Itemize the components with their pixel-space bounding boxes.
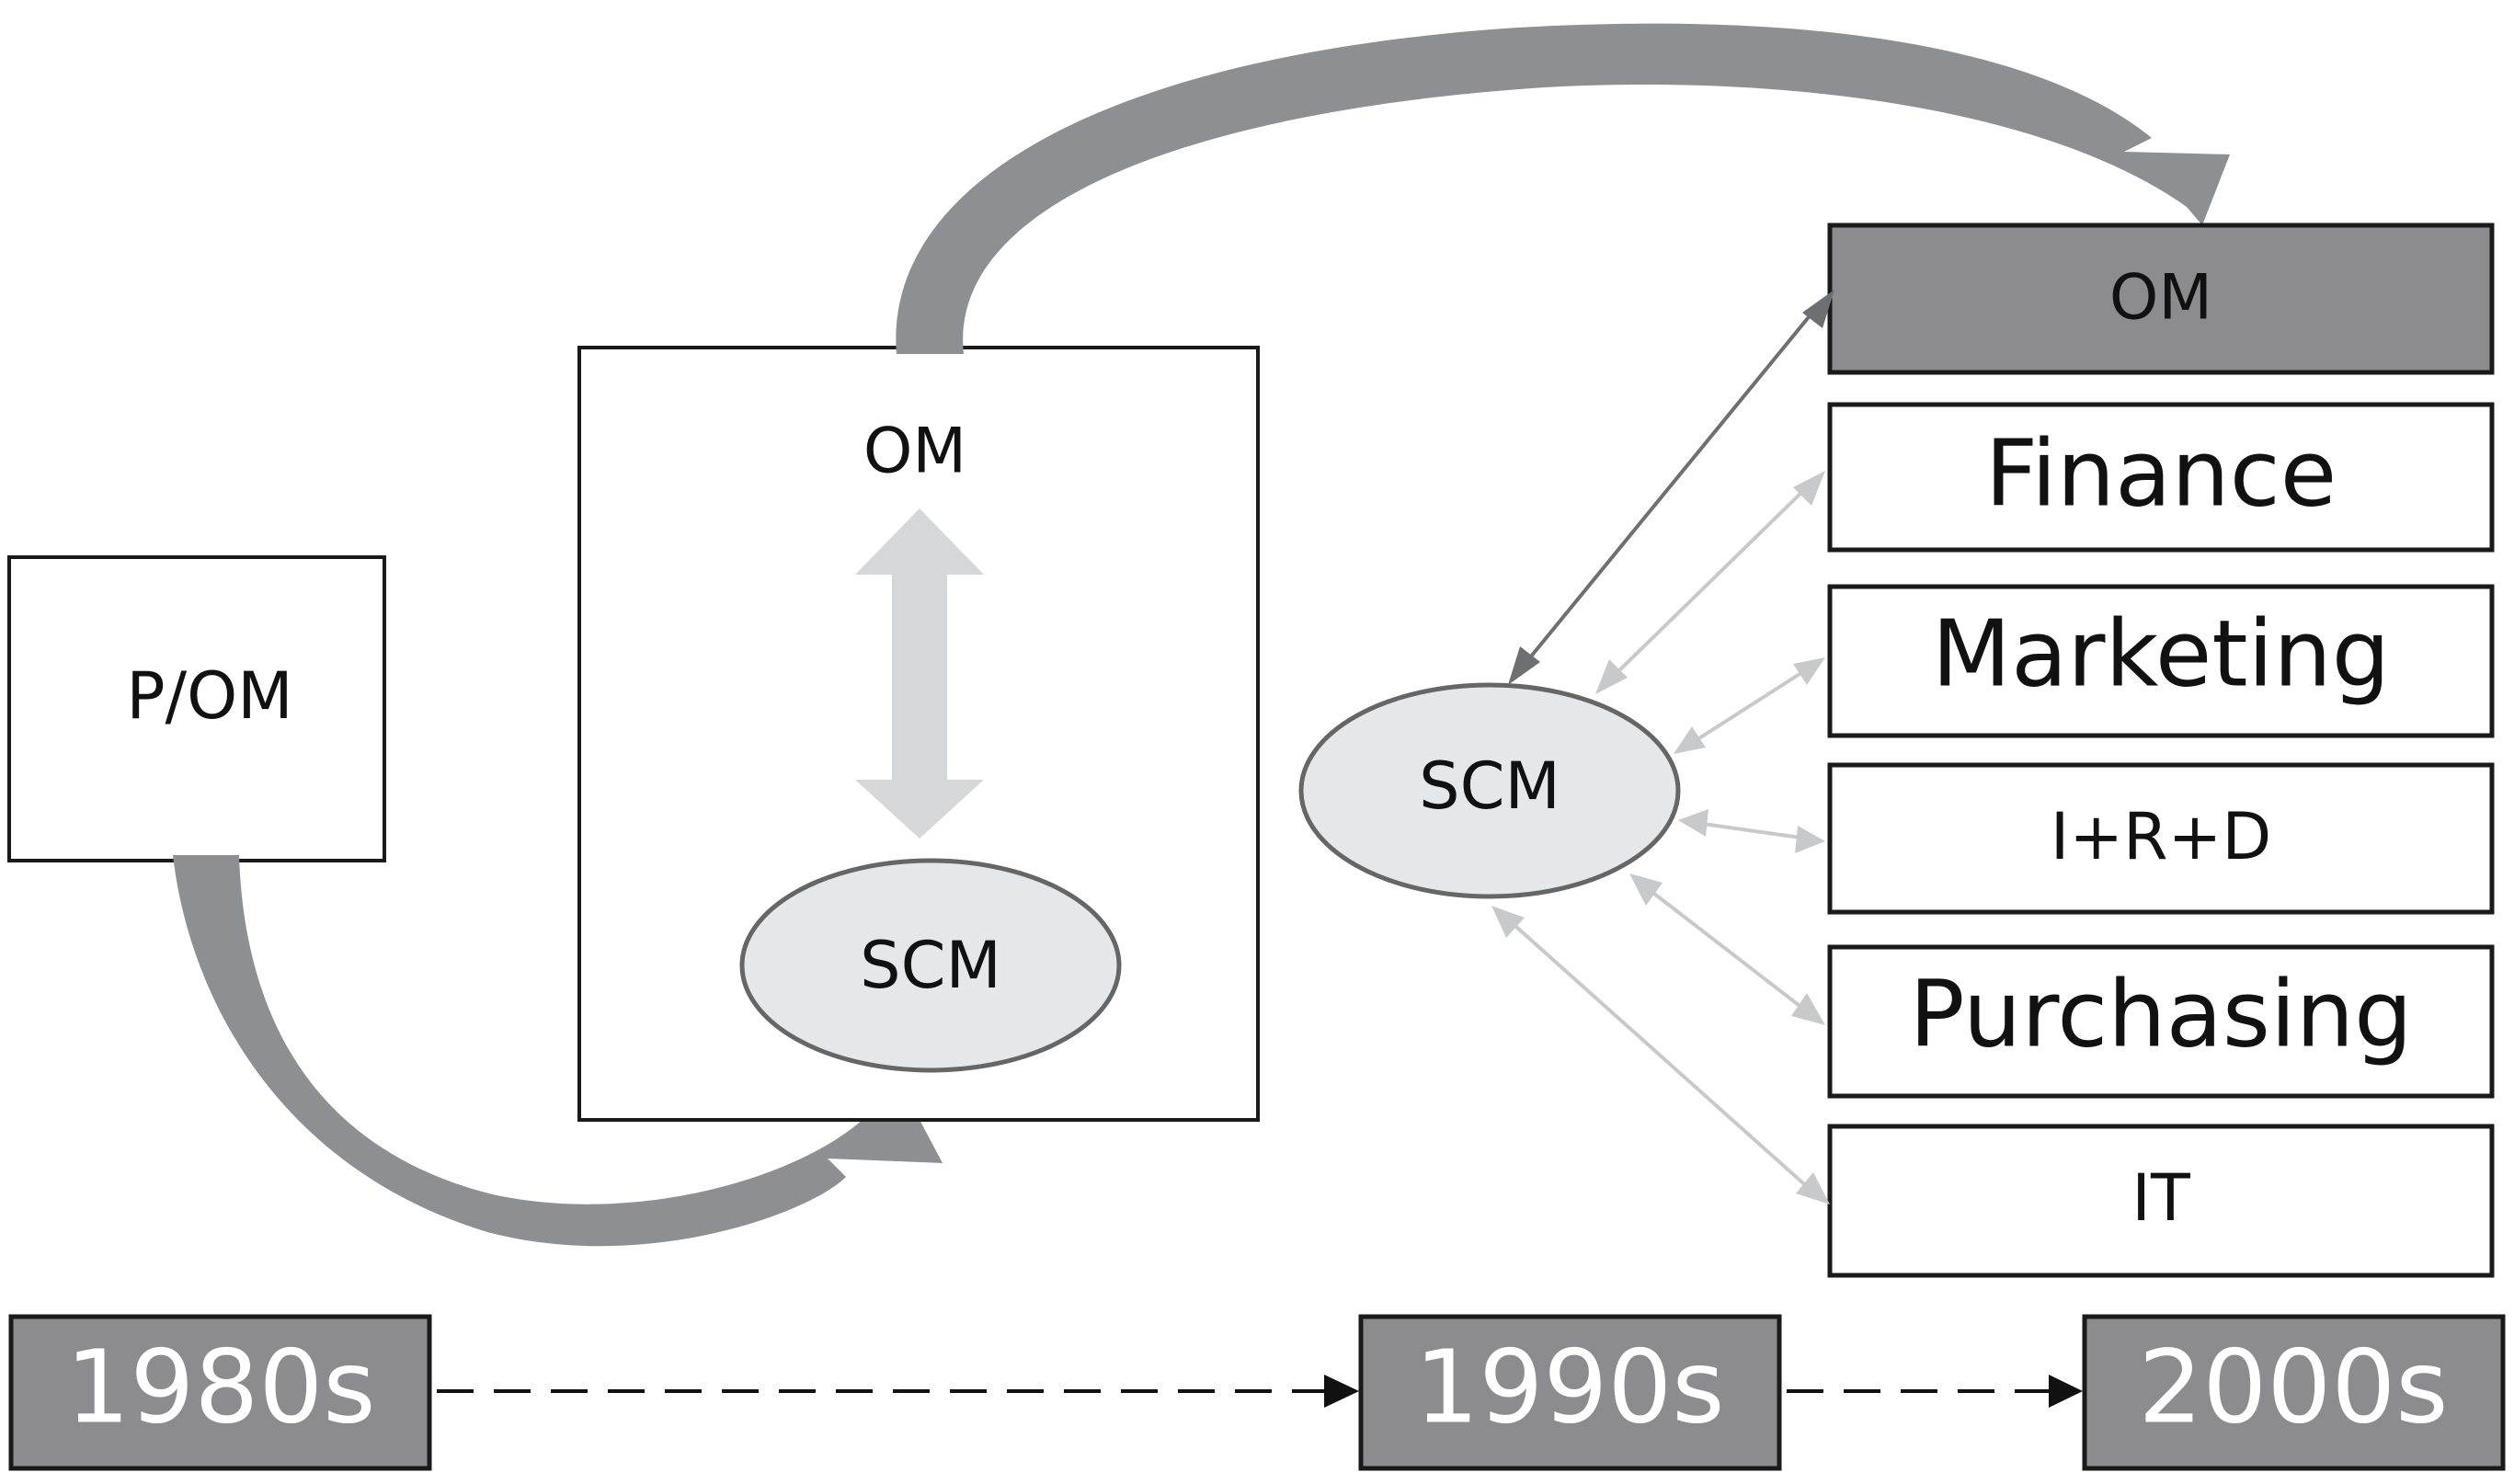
function-box-marketing: Marketing	[1827, 584, 2495, 738]
connector-scm-finance	[1595, 471, 1825, 694]
era-label-1980s: 1980s	[65, 1328, 375, 1445]
p-om-box	[7, 555, 386, 862]
function-label-ird: I+R+D	[2051, 799, 2272, 874]
function-label-marketing: Marketing	[1932, 599, 2390, 707]
connector-scm-om	[1508, 290, 1834, 685]
connector-scm-it	[1491, 906, 1830, 1204]
curved-arrow-1990s-to-2000s	[896, 23, 2230, 355]
connector-scm-marketing	[1674, 657, 1825, 754]
om-scm-double-arrow	[855, 508, 984, 839]
function-label-purchasing: Purchasing	[1909, 960, 2412, 1067]
era-box-1980s: 1980s	[8, 1314, 432, 1471]
function-box-ird: I+R+D	[1827, 762, 2495, 915]
p-om-label: P/OM	[126, 658, 292, 734]
scm-label-1990s: SCM	[860, 928, 1001, 1003]
function-box-finance: Finance	[1827, 402, 2495, 553]
function-box-om: OM	[1827, 223, 2495, 375]
om-label-1990s: OM	[863, 416, 966, 488]
scm-ellipse-2000s	[1298, 682, 1681, 899]
timeline-arrow-1980s-1990s	[437, 1375, 1359, 1408]
function-label-finance: Finance	[1985, 419, 2337, 527]
curved-arrow-1980s-to-1990s	[173, 855, 943, 1247]
function-box-it: IT	[1827, 1124, 2495, 1278]
scm-label-2000s: SCM	[1419, 748, 1560, 824]
scm-ellipse-1990s	[739, 858, 1122, 1073]
era-label-1990s: 1990s	[1414, 1328, 1724, 1445]
era-label-2000s: 2000s	[2138, 1328, 2448, 1445]
connector-scm-purchasing	[1629, 873, 1825, 1025]
timeline-arrow-1990s-2000s	[1787, 1375, 2083, 1408]
era-box-2000s: 2000s	[2082, 1314, 2506, 1471]
era-box-1990s: 1990s	[1358, 1314, 1782, 1471]
function-label-it: IT	[2131, 1160, 2190, 1236]
connector-scm-ird	[1678, 809, 1825, 853]
function-box-purchasing: Purchasing	[1827, 944, 2495, 1099]
function-label-om: OM	[2109, 262, 2212, 335]
